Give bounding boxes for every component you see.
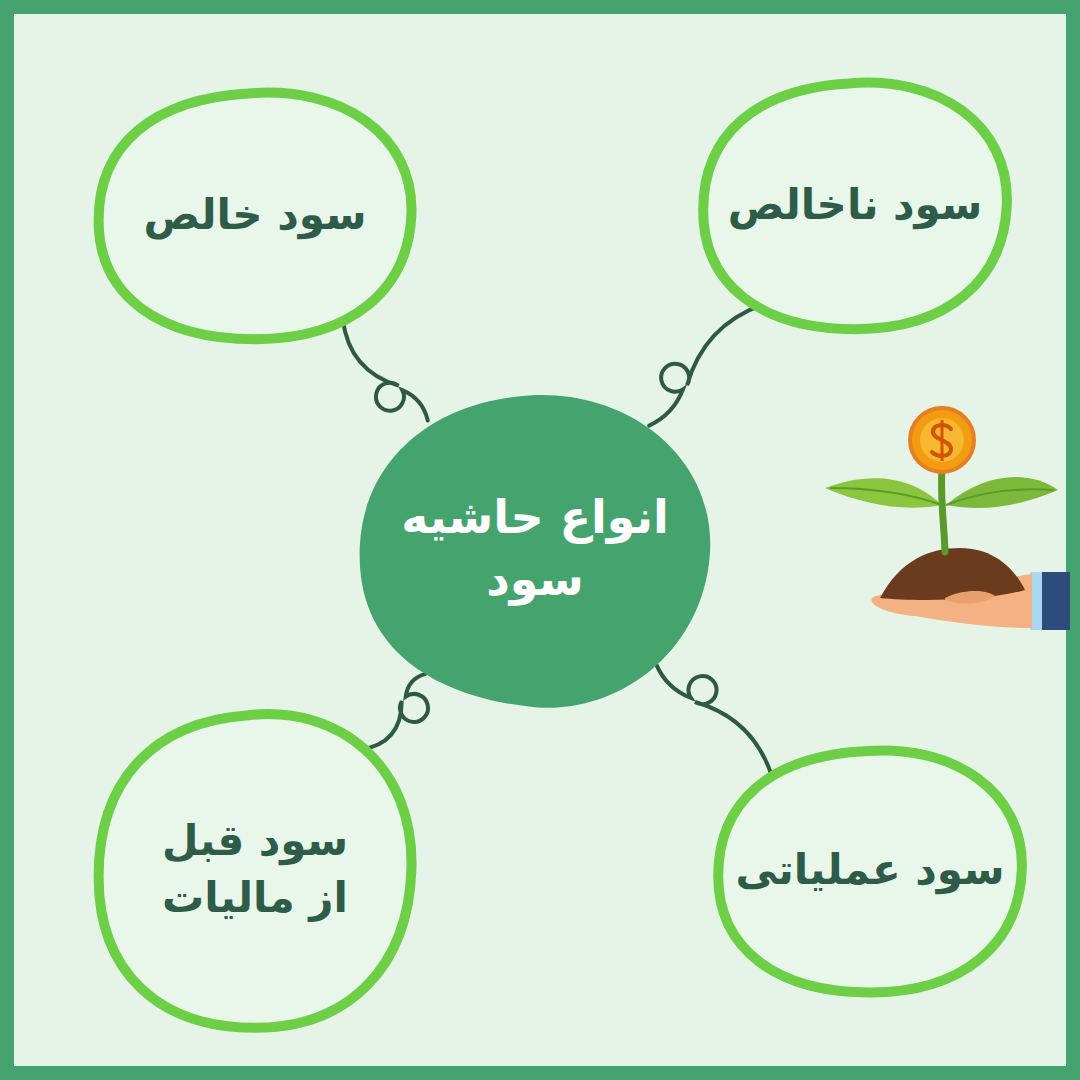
profit-type-blob: سود ناخالص <box>690 70 1020 340</box>
leaf-vein <box>946 489 1054 505</box>
text-holder: سود عملیاتی <box>736 842 1005 899</box>
leaf <box>825 478 942 507</box>
blob-shape <box>703 83 1007 330</box>
curly-connector <box>343 319 428 420</box>
text-holder: انواع حاشیه سود <box>385 486 685 610</box>
stem <box>941 468 945 552</box>
dollar-symbol <box>941 420 944 461</box>
curly-connector <box>656 665 771 776</box>
blob-content: سود خالص <box>85 80 425 350</box>
blob-outline <box>345 376 725 721</box>
blob-shape <box>360 394 711 707</box>
text-holder: سود ناخالص <box>728 177 982 234</box>
blob-shape <box>99 93 412 340</box>
center-label: انواع حاشیه سود <box>385 486 685 610</box>
curly-connector <box>649 305 762 426</box>
text-holder: سود خالص <box>144 187 367 244</box>
center-blob: انواع حاشیه سود <box>345 376 725 721</box>
profit-type-blob: سود قبل از مالیات <box>85 698 425 1042</box>
leaf-vein <box>830 488 942 505</box>
blob-content: سود عملیاتی <box>705 738 1035 1003</box>
profit-type-blob: سود خالص <box>85 80 425 350</box>
thumb <box>945 591 995 604</box>
profit-type-blob: سود عملیاتی <box>705 738 1035 1003</box>
blob-shape <box>718 750 1022 992</box>
leaf <box>946 477 1058 508</box>
blob-content: سود قبل از مالیات <box>85 698 425 1042</box>
coin-face <box>920 418 964 462</box>
blob-outline <box>85 698 425 1042</box>
profit-type-label: سود قبل از مالیات <box>148 813 363 926</box>
profit-type-label: سود خالص <box>144 187 367 244</box>
sleeve <box>1040 572 1070 630</box>
profit-type-label: سود ناخالص <box>728 177 982 234</box>
curly-connector <box>359 674 428 750</box>
blob-content: سود ناخالص <box>690 70 1020 340</box>
blob-content: انواع حاشیه سود <box>345 376 725 721</box>
text-holder: سود قبل از مالیات <box>148 813 363 926</box>
coin <box>910 408 974 472</box>
profit-type-label: سود عملیاتی <box>736 842 1005 899</box>
soil <box>880 548 1025 600</box>
blob-shape <box>99 714 412 1028</box>
